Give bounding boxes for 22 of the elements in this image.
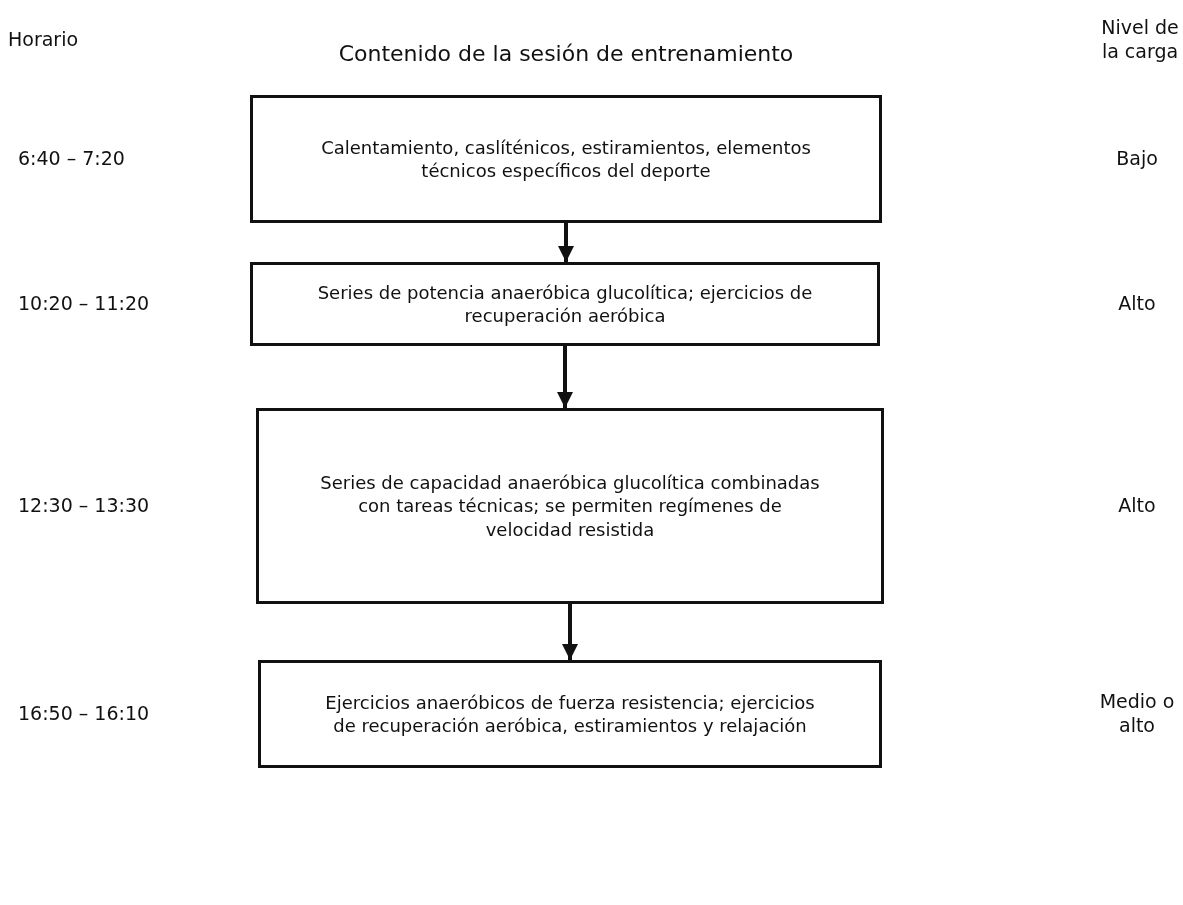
process-box: [250, 95, 882, 223]
box-text: Ejercicios anaeróbicos de fuerza resistencia; ejercicios de recuperación aeróbica, estiramientos y relajación: [324, 690, 816, 738]
arrow: [557, 346, 573, 408]
time-label: 12:30 – 13:30: [18, 494, 151, 518]
time-label: 16:50 – 16:10: [18, 702, 151, 726]
title: Contenido de la sesión de entrenamiento: [337, 40, 795, 68]
load-level-label: Medio o alto: [1098, 690, 1176, 738]
process-box: [250, 262, 880, 346]
box-text: Series de potencia anaeróbica glucolítica; ejercicios de recuperación aeróbica: [316, 280, 814, 328]
load-level-label: Bajo: [1115, 147, 1159, 171]
arrow: [562, 604, 578, 660]
column-header: Horario: [8, 28, 80, 52]
arrow: [558, 223, 574, 262]
process-box: [258, 660, 882, 768]
load-level-label: Alto: [1117, 292, 1157, 316]
time-label: 10:20 – 11:20: [18, 292, 151, 316]
box-text: Series de capacidad anaeróbica glucolítica combinadas con tareas técnicas; se permiten regímenes de velocidad resistida: [319, 470, 821, 542]
column-header: Nivel de la carga: [1100, 16, 1180, 64]
box-text: Calentamiento, caslíténicos, estiramientos, elementos técnicos específicos del deporte: [320, 135, 812, 183]
process-box: [256, 408, 884, 604]
time-label: 6:40 – 7:20: [18, 147, 126, 171]
load-level-label: Alto: [1117, 494, 1157, 518]
